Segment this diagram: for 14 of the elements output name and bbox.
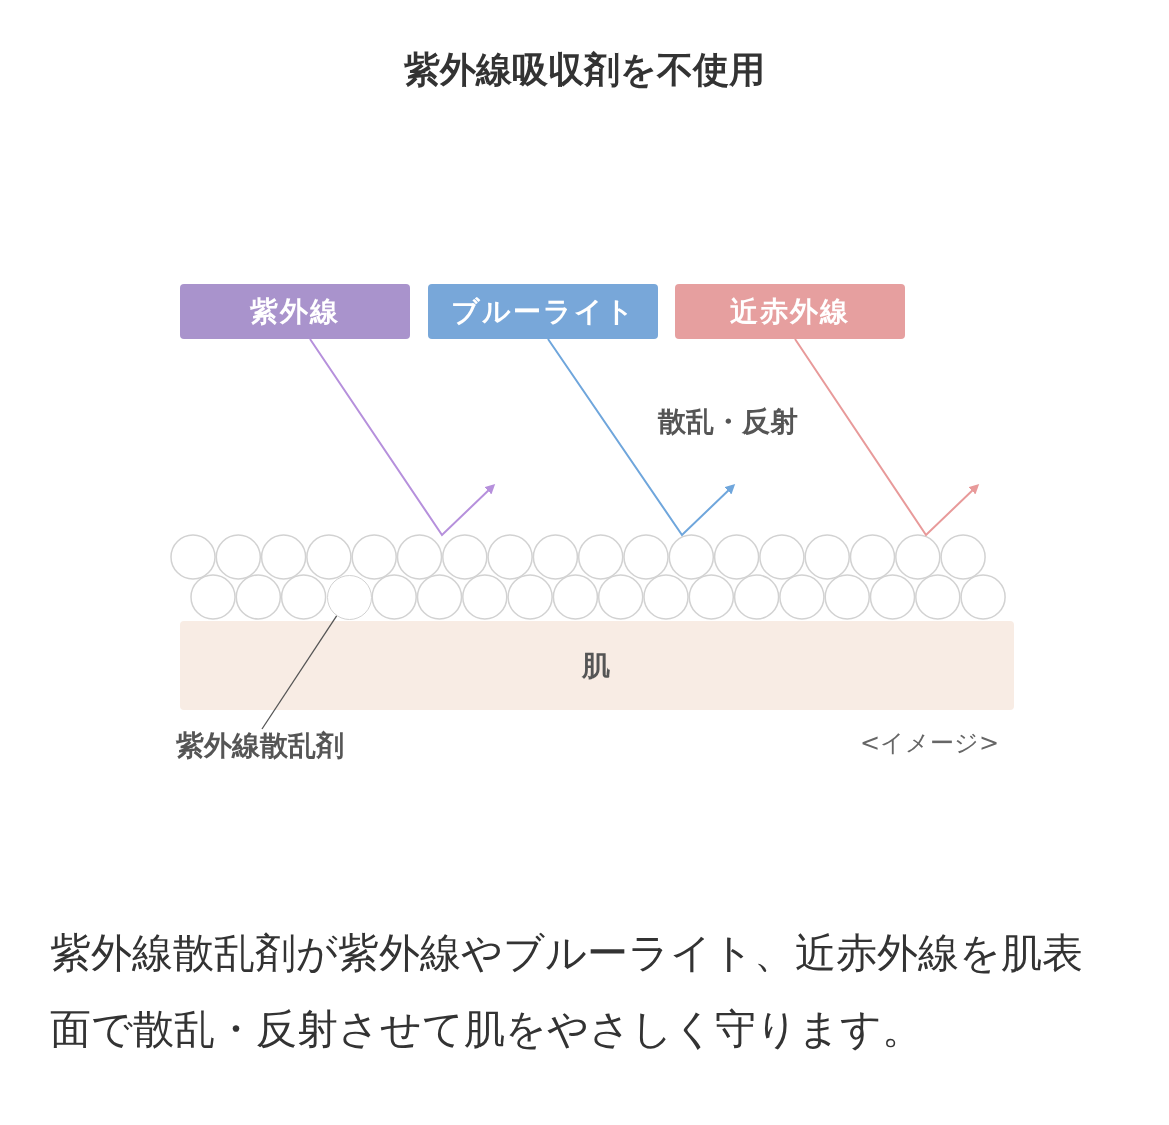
scattering-particle	[326, 574, 372, 620]
scatter-reflect-label: 散乱・反射	[658, 404, 798, 440]
image-note: <イメージ>	[860, 728, 1000, 759]
light-type-box: 近赤外線	[675, 284, 905, 339]
leader-line	[261, 615, 338, 730]
skin-band: 肌	[180, 621, 1014, 710]
light-type-box: 紫外線	[180, 284, 410, 339]
reflected-ray-arrow	[794, 338, 980, 537]
particle-label: 紫外線散乱剤	[176, 727, 376, 763]
light-type-box: ブルーライト	[428, 284, 658, 339]
description-paragraph: 紫外線散乱剤が紫外線やブルーライト、近赤外線を肌表面で散乱・反射させて肌をやさしく守ります。	[50, 928, 1084, 1055]
title: 紫外線吸収剤を不使用	[403, 48, 766, 92]
reflected-ray-arrow	[547, 338, 736, 537]
reflected-ray-arrow	[309, 338, 496, 537]
